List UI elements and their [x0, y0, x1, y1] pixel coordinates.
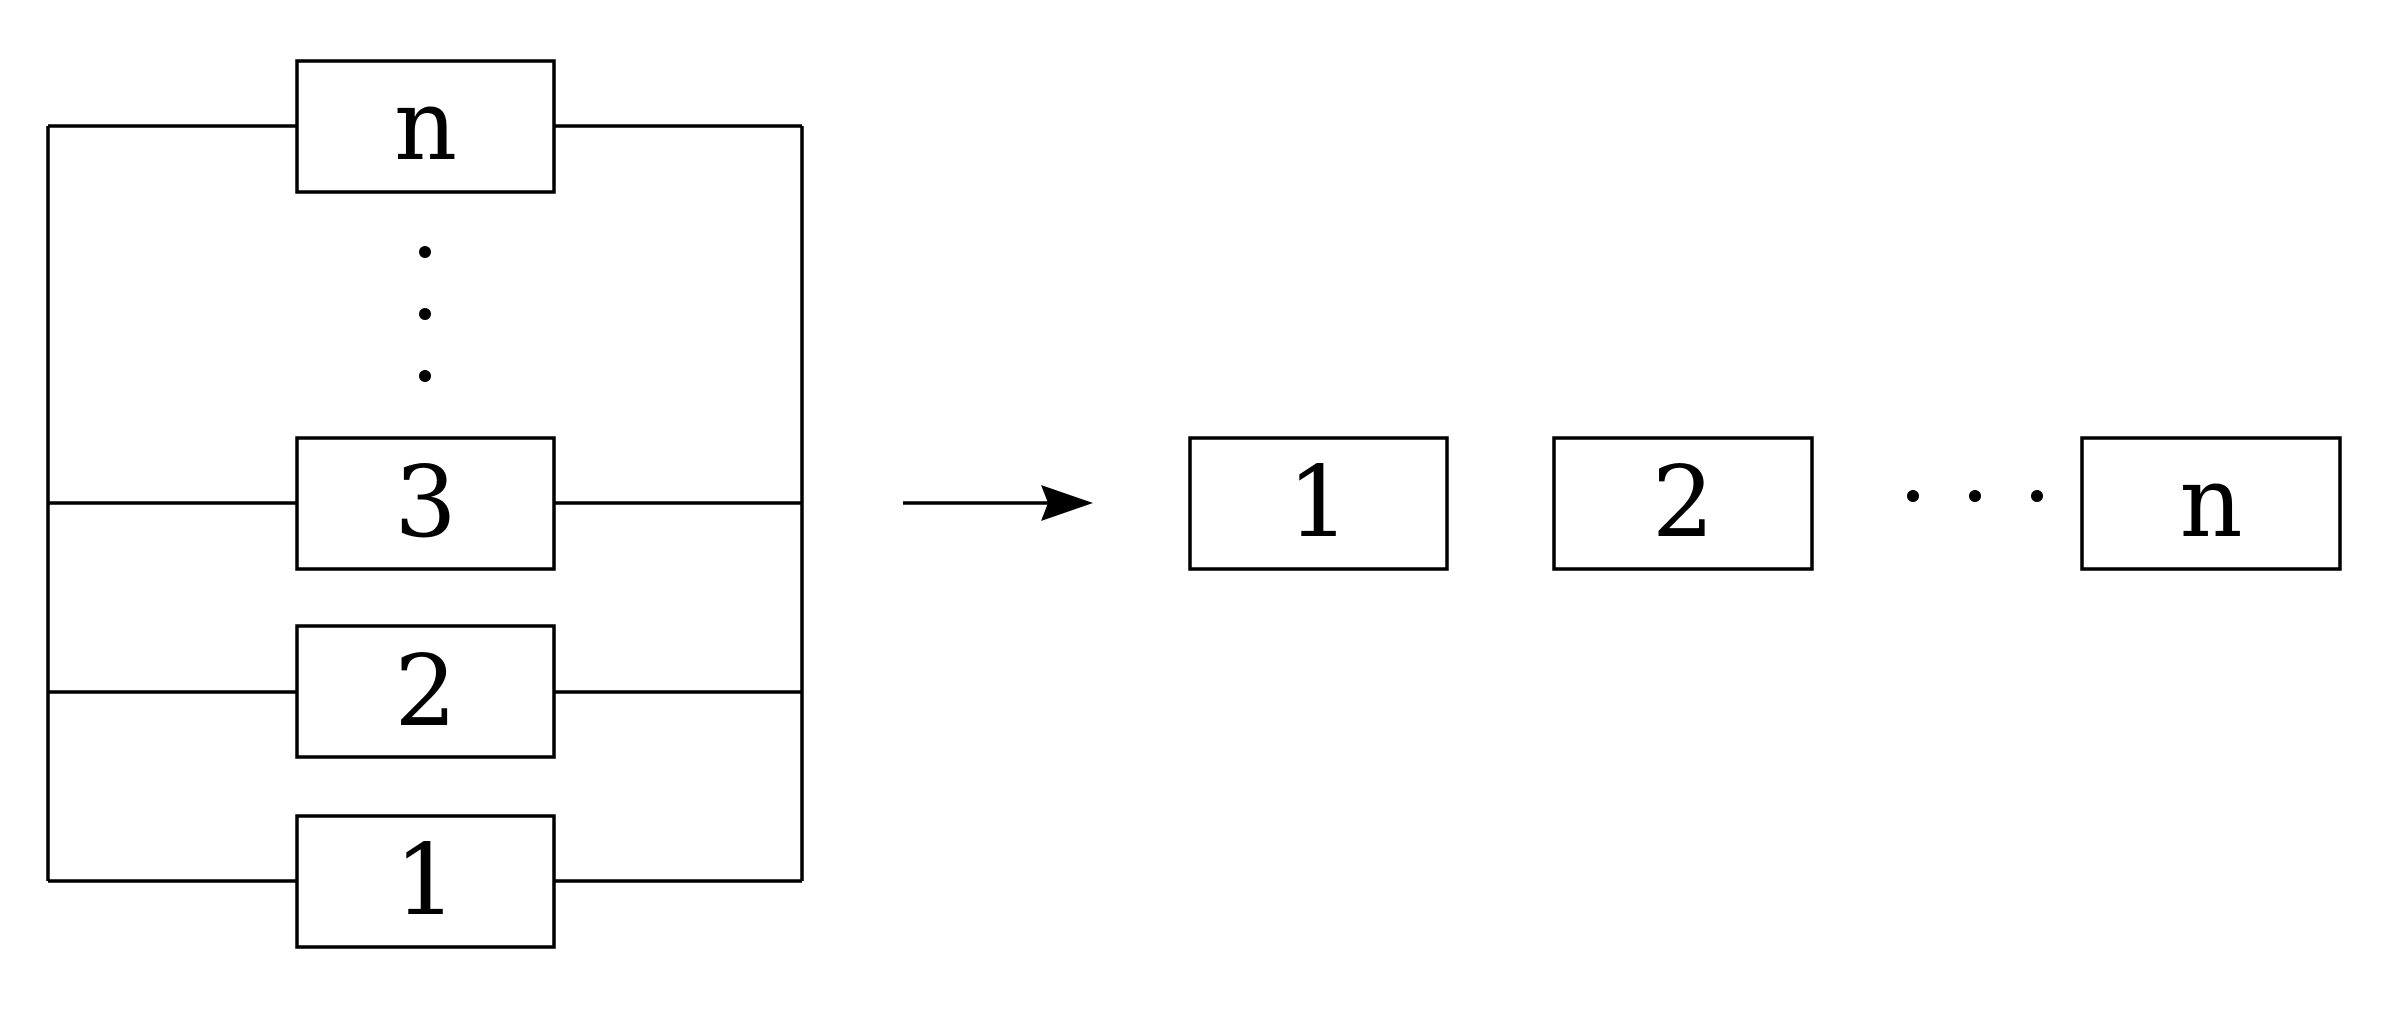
series-box-2 [1552, 436, 1814, 571]
parallel-box-2-label: 2 [394, 635, 456, 749]
transform-arrow [903, 485, 1093, 521]
vertical-ellipsis-dot [419, 308, 431, 320]
vertical-ellipsis-dot [419, 370, 431, 382]
parallel-box-3-label: 3 [394, 446, 456, 560]
parallel-box-n-label: n [394, 69, 457, 183]
parallel-box-n [295, 59, 556, 194]
horizontal-ellipsis-dot [1907, 490, 1919, 502]
series-system: 1 2 n [1188, 436, 2342, 571]
parallel-box-3 [295, 436, 556, 571]
parallel-box-1 [295, 814, 556, 949]
horizontal-ellipsis-dot [2031, 490, 2043, 502]
horizontal-ellipsis-dot [1969, 490, 1981, 502]
series-box-n-label: n [2179, 446, 2242, 560]
parallel-system: n 3 2 1 [46, 59, 804, 949]
arrow-head-icon [1041, 485, 1093, 521]
vertical-ellipsis-dot [419, 246, 431, 258]
parallel-box-2 [295, 624, 556, 759]
parallel-box-1-label: 1 [394, 824, 456, 938]
series-box-2-label: 2 [1652, 446, 1714, 560]
series-box-1 [1188, 436, 1449, 571]
series-box-n [2080, 436, 2342, 571]
series-box-1-label: 1 [1287, 446, 1349, 560]
